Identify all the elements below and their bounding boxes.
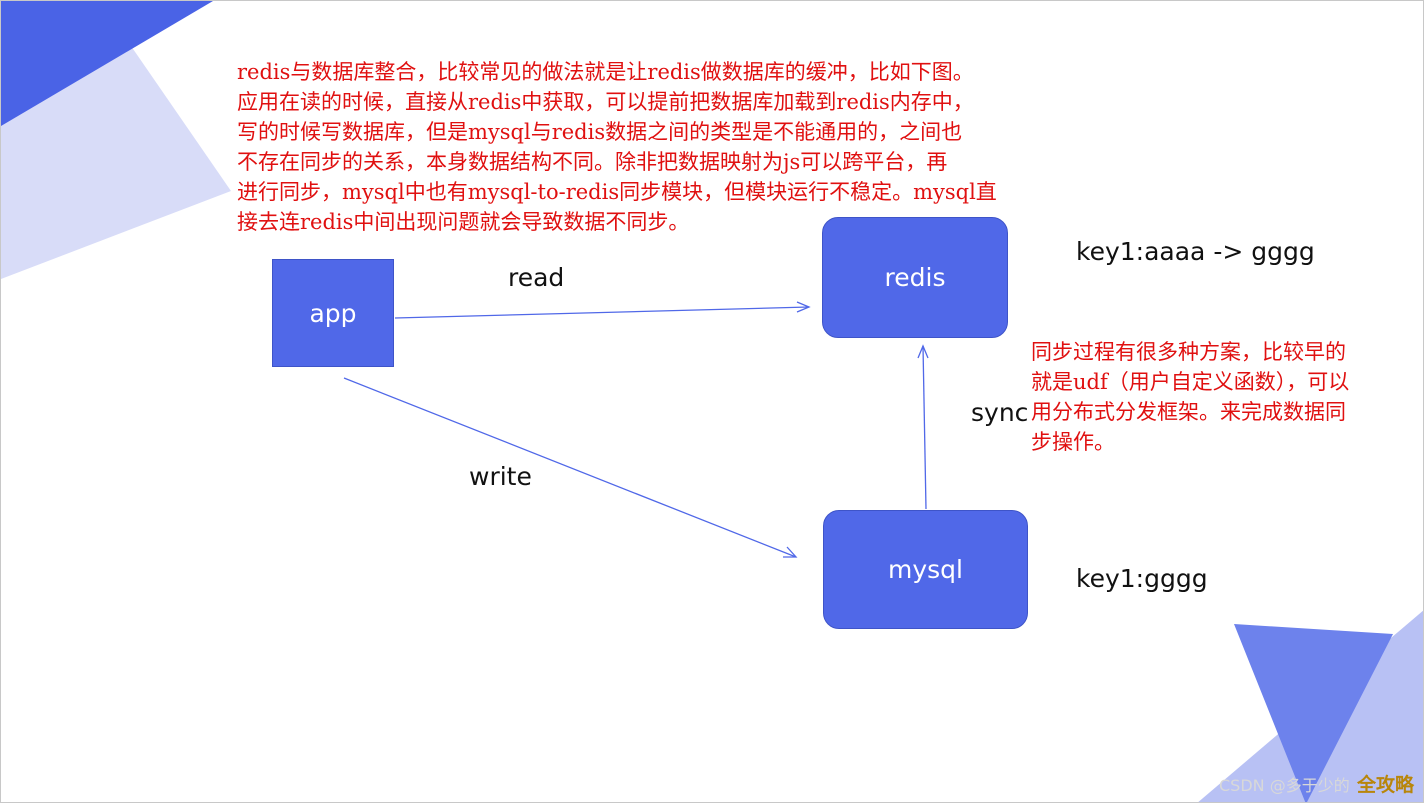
sync-label: sync: [971, 398, 1029, 427]
mysql-key-value: key1:gggg: [1076, 564, 1208, 593]
read-arrowhead: [796, 301, 811, 313]
mysql-node-label: mysql: [888, 555, 963, 584]
redis-node-label: redis: [884, 263, 946, 292]
redis-node: redis: [822, 217, 1008, 338]
read-arrow: [394, 306, 810, 319]
sync-arrow: [922, 345, 927, 510]
deco-triangle-dark-topleft: [1, 1, 213, 126]
write-label: write: [469, 462, 532, 491]
redis-key-value: key1:aaaa -> gggg: [1076, 237, 1315, 266]
sync-note: 同步过程有很多种方案，比较早的 就是udf（用户自定义函数），可以 用分布式分发…: [1031, 340, 1350, 454]
sync-arrowhead: [917, 344, 929, 359]
write-arrow: [343, 377, 797, 558]
app-node-label: app: [309, 298, 357, 328]
csdn-watermark: CSDN @多于少的: [1219, 776, 1350, 795]
deco-triangle-light-bottomright: [1198, 610, 1423, 802]
intro-note: redis与数据库整合，比较常见的做法就是让redis做数据库的缓冲，比如下图。…: [237, 60, 997, 234]
app-node: app: [272, 259, 394, 367]
read-label: read: [508, 263, 565, 292]
overlay-watermark: 全攻略: [1357, 774, 1415, 796]
deco-triangle-dark-bottomright: [1234, 624, 1393, 802]
mysql-node: mysql: [823, 510, 1028, 629]
write-arrowhead: [783, 546, 798, 558]
